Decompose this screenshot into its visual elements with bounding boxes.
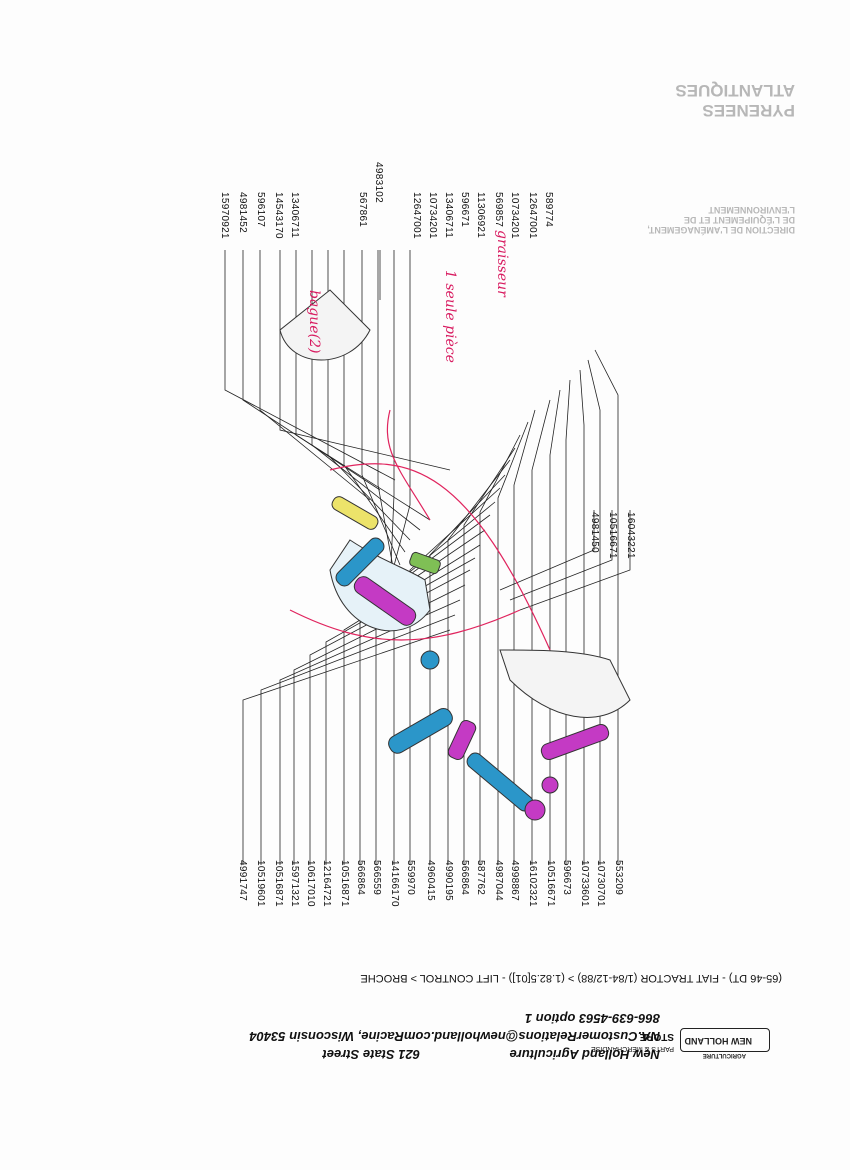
- part-number: 10516671: [607, 512, 618, 559]
- part-number: 10730701: [595, 860, 606, 907]
- cover-plate-upper: [279, 289, 371, 361]
- part-number: 553209: [613, 860, 624, 896]
- part-number: 11306921: [475, 192, 486, 239]
- part-number: 566864: [355, 860, 366, 896]
- part-number: 4998867: [509, 860, 520, 902]
- annotation-graisseur: graisseur: [494, 230, 510, 297]
- cover-plate-lower: [499, 649, 631, 718]
- arm-magenta-2: [353, 576, 417, 626]
- plate-green: [409, 551, 441, 575]
- handwritten-arrows: [289, 409, 551, 651]
- part-number: 559970: [405, 860, 416, 896]
- roller-blue: [420, 650, 440, 670]
- bracket-yellow: [331, 496, 379, 530]
- arm-magenta-1: [540, 723, 610, 761]
- part-number: 569857: [493, 192, 504, 228]
- part-number: 4983102: [373, 162, 384, 204]
- part-number: 10734201: [509, 192, 520, 239]
- part-number: 4981452: [237, 192, 248, 234]
- part-number: 10734201: [427, 192, 438, 239]
- part-number: 15971321: [289, 860, 300, 907]
- part-number: 567861: [357, 192, 368, 228]
- part-number: 16102321: [527, 860, 538, 907]
- part-number: 4981450: [589, 512, 600, 554]
- annotation-seule-piece: 1 seule pièce: [442, 270, 458, 363]
- part-number: 589774: [543, 192, 554, 228]
- lever-blue-2: [466, 752, 534, 812]
- part-number: 4990195: [443, 860, 454, 902]
- part-number: 12647001: [527, 192, 538, 239]
- part-number: 15970921: [219, 192, 230, 239]
- washer-magenta-2: [541, 776, 559, 794]
- part-number: 10733601: [579, 860, 590, 907]
- part-number: 566559: [371, 860, 382, 896]
- annotation-bague: bague(2): [306, 290, 322, 354]
- part-number: 13406711: [443, 192, 454, 239]
- washer-magenta-1: [524, 799, 546, 821]
- part-number: 10519601: [255, 860, 266, 907]
- leader-lines: [224, 250, 631, 865]
- parts-drawing: [279, 289, 631, 821]
- part-number: 4991747: [237, 860, 248, 902]
- part-number: 587762: [475, 860, 486, 896]
- part-number: 12647001: [411, 192, 422, 239]
- part-number: 596671: [459, 192, 470, 228]
- part-number: 596673: [561, 860, 572, 896]
- part-number: 16043221: [625, 512, 636, 559]
- part-number: 596107: [255, 192, 266, 228]
- part-number: 14543170: [273, 192, 284, 239]
- part-number: 14166170: [389, 860, 400, 907]
- lever-blue-1: [388, 708, 453, 754]
- part-number: 566864: [459, 860, 470, 896]
- part-number: 4960415: [425, 860, 436, 902]
- part-number: 4987044: [493, 860, 504, 902]
- link-blue-3: [335, 537, 385, 587]
- part-number: 10516871: [339, 860, 350, 907]
- spring-magenta: [447, 719, 477, 761]
- part-number: 13406711: [289, 192, 300, 239]
- part-number: 10516671: [545, 860, 556, 907]
- part-number: 10617010: [305, 860, 316, 907]
- part-number: 12164721: [321, 860, 332, 907]
- part-number: 10516871: [273, 860, 284, 907]
